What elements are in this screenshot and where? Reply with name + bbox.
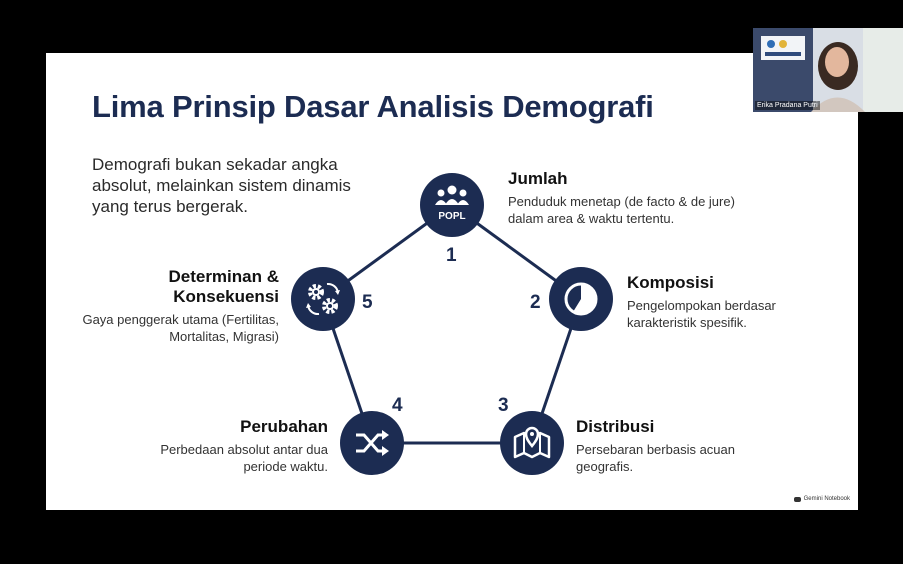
participant-video-feed [753,28,903,112]
principle-label-4: Perubahan Perbedaan absolut antar dua pe… [128,417,328,475]
population-icon-label: POPL [438,211,465,222]
participant-video-tile[interactable]: Erika Pradana Putri [753,28,903,112]
presentation-slide: Lima Prinsip Dasar Analisis Demografi De… [46,53,858,510]
slide-intro: Demografi bukan sekadar angka absolut, m… [92,155,351,216]
principle-title-4: Perubahan [240,417,328,436]
participant-name: Erika Pradana Putri [755,101,820,110]
principle-desc-2: Pengelompokan berdasar karakteristik spe… [627,298,776,330]
principle-number-4: 4 [392,395,403,416]
pie-chart-icon [564,282,598,316]
gemini-logo-icon [793,496,801,502]
principle-title-5: Determinan & Konsekuensi [168,267,279,306]
principle-title-1: Jumlah [508,169,568,188]
principle-number-3: 3 [498,395,509,416]
brand-watermark: Gemini Notebook [793,496,850,502]
principle-number-1: 1 [446,245,457,266]
principle-label-3: Distribusi Persebaran berbasis acuan geo… [576,417,776,475]
principle-title-3: Distribusi [576,417,655,436]
principle-label-2: Komposisi Pengelompokan berdasar karakte… [627,273,827,331]
principle-number-2: 2 [530,292,541,313]
brand-label: Gemini Notebook [803,496,850,502]
principle-node-4 [340,411,404,475]
principle-desc-4: Perbedaan absolut antar dua periode wakt… [160,442,328,474]
principle-title-2: Komposisi [627,273,714,292]
principle-desc-5: Gaya penggerak utama (Fertilitas, Mortal… [82,312,279,344]
gears-icon [306,282,340,316]
principle-label-5: Determinan & Konsekuensi Gaya penggerak … [66,267,279,345]
shuffle-icon [356,430,389,456]
principle-node-3 [500,411,564,475]
principle-desc-3: Persebaran berbasis acuan geografis. [576,442,735,474]
principle-node-2 [549,267,613,331]
population-icon: POPL [435,185,469,222]
slide-title: Lima Prinsip Dasar Analisis Demografi [92,89,654,124]
principle-node-1: POPL [420,173,484,237]
principle-desc-1: Penduduk menetap (de facto & de jure) da… [508,194,735,226]
map-pin-icon [513,426,551,459]
principle-number-5: 5 [362,292,373,313]
principle-node-5 [291,267,355,331]
principle-label-1: Jumlah Penduduk menetap (de facto & de j… [508,169,748,227]
